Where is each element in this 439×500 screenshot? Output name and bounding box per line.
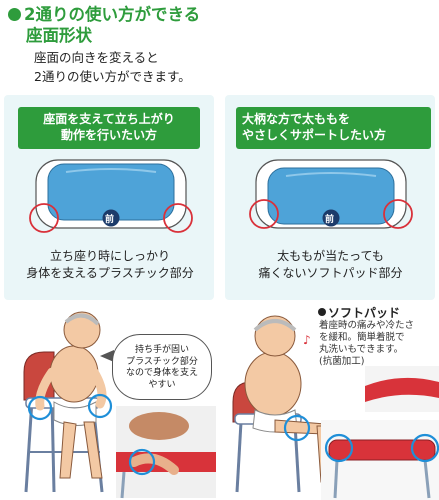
thigh-highlight <box>283 414 311 442</box>
person-standing-illustration <box>23 311 216 499</box>
pad-leg-2 <box>423 459 431 499</box>
soft-pad-title-text: ソフトパッド <box>328 306 401 320</box>
torso-right <box>244 351 302 417</box>
hair-left <box>64 313 100 326</box>
left-panel-tag: 座面を支えて立ち上がり 動作を行いたい方 <box>18 107 200 149</box>
inset-highlight <box>128 448 156 476</box>
right-caption: 太ももが当たっても 痛くないソフトパッド部分 <box>228 248 433 282</box>
pad-desc-line-1: 着座時の痛みや冷たさ <box>319 320 415 331</box>
front-label-left: 前 <box>105 215 115 225</box>
chair-leg-r1 <box>235 421 243 493</box>
right-seat-diagram: 前 <box>246 152 416 237</box>
pad-leg-1 <box>333 459 339 499</box>
chair-leg-2 <box>50 399 56 493</box>
bubble-line-4: やすい <box>148 379 176 390</box>
pad-desc-line-3: 丸洗いもできます。 <box>319 344 404 355</box>
left-caption-line-2: 身体を支えるプラスチック部分 <box>26 266 194 280</box>
title-line-1: 2通りの使い方ができる <box>8 4 308 25</box>
head-right <box>254 315 296 357</box>
inset-leg <box>120 471 126 499</box>
diaper-left <box>53 401 97 426</box>
right-tag-line-2: やさしくサポートしたい方 <box>242 128 387 142</box>
right-panel-tag: 大柄な方で太ももを やさしくサポートしたい方 <box>236 107 431 149</box>
front-marker-right <box>322 209 340 227</box>
left-caption: 立ち座り時にしっかり 身体を支えるプラスチック部分 <box>10 248 210 282</box>
right-caption-line-2: 痛くないソフトパッド部分 <box>258 266 403 280</box>
seat-highlight-right <box>285 172 377 177</box>
highlight-circle-left-1 <box>29 203 59 233</box>
header: 2通りの使い方ができる 座面形状 <box>8 4 308 46</box>
pad-photo-red <box>365 377 439 402</box>
head-left <box>63 311 101 349</box>
front-marker-left <box>102 209 120 227</box>
title-text-1: 2通りの使い方ができる <box>24 5 201 24</box>
seat-highlight-left <box>65 168 157 173</box>
bubble-line-1: 持ち手が固い <box>134 345 189 355</box>
highlight-circle-right-1 <box>249 199 279 229</box>
bullet-dot-icon <box>8 8 21 21</box>
highlight-circle-right-2 <box>383 199 413 229</box>
soft-pad-description: 着座時の痛みや冷たさ を緩和。簡単着脱で 丸洗いもできます。 (抗菌加工) <box>319 320 414 368</box>
grip-highlight-1 <box>27 395 53 421</box>
hair-right <box>253 319 297 332</box>
arm-left-2 <box>89 367 107 409</box>
title-line-2: 座面形状 <box>26 26 92 45</box>
soft-pad-title: ソフトパッド <box>318 304 400 321</box>
front-label-right: 前 <box>325 215 335 225</box>
highlight-circle-left-2 <box>163 203 193 233</box>
bubble-line-2: プラスチック部分 <box>126 356 198 367</box>
speech-bubble: 持ち手が固い プラスチック部分 なので身体を支え やすい <box>112 334 212 400</box>
music-note-icon: ♪ <box>303 333 311 347</box>
bullet-icon <box>318 308 326 316</box>
left-caption-line-1: 立ち座り時にしっかり <box>49 249 170 263</box>
right-tag-line-1: 大柄な方で太ももを <box>242 112 351 126</box>
right-caption-line-1: 太ももが当たっても <box>277 249 384 263</box>
right-illustration: ♪ <box>225 302 439 500</box>
left-illustration <box>4 302 219 500</box>
grip-highlight-2 <box>87 393 113 419</box>
inset-arm <box>129 412 189 440</box>
arm-left-1 <box>35 367 57 411</box>
leg-left-2 <box>83 421 103 479</box>
pad-highlight-1 <box>324 433 354 463</box>
left-tag-line-1: 座面を支えて立ち上がり <box>43 112 175 126</box>
subtitle-line-1: 座面の向きを変えると <box>34 50 159 65</box>
pad-highlight-2 <box>410 433 439 463</box>
person-seated-illustration: ♪ <box>232 315 439 500</box>
seat-top-view-left <box>29 159 193 233</box>
seat-top-view-right <box>249 159 413 229</box>
subtitle: 座面の向きを変えると 2通りの使い方ができます。 <box>34 48 191 86</box>
soft-pad-red <box>328 439 436 461</box>
left-seat-diagram: 前 <box>26 152 196 237</box>
bubble-line-3: なので身体を支え <box>125 368 198 378</box>
subtitle-line-2: 2通りの使い方ができます。 <box>34 69 191 84</box>
speech-bubble-tail <box>100 350 114 362</box>
left-tag-line-2: 動作を行いたい方 <box>60 128 157 142</box>
chair-leg-r2 <box>293 423 301 493</box>
pad-desc-line-4: (抗菌加工) <box>319 356 365 367</box>
pad-desc-line-2: を緩和。簡単着脱で <box>319 332 405 343</box>
leg-left-1 <box>59 421 77 479</box>
